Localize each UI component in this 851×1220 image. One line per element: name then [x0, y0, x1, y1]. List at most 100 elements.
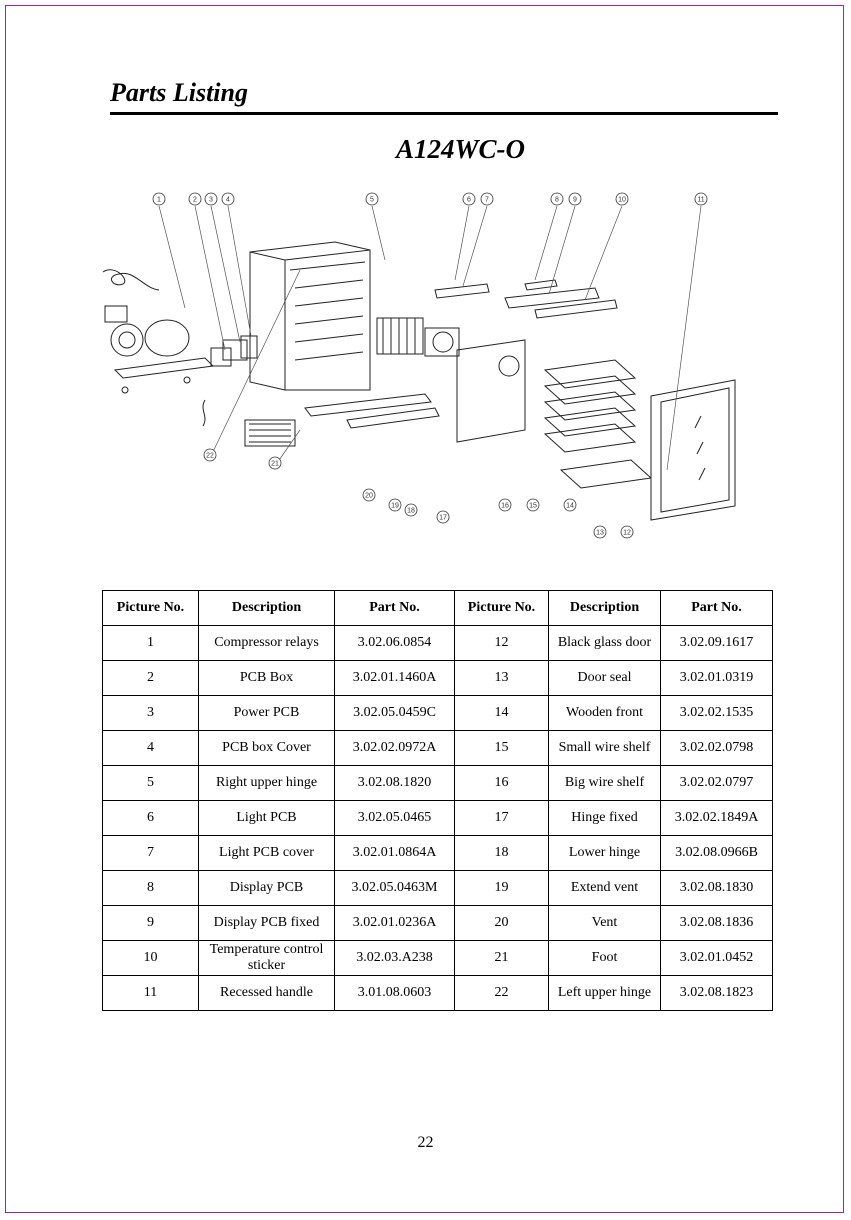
- glass-door-drawing: [650, 379, 736, 521]
- callout-label: 22: [206, 453, 214, 460]
- table-cell: Foot: [548, 940, 661, 976]
- callout-label: 19: [391, 503, 399, 510]
- table-cell: 13: [454, 660, 549, 696]
- table-cell: 3.02.02.0797: [660, 765, 773, 801]
- table-cell: 3.02.01.0452: [660, 940, 773, 976]
- table-cell: 21: [454, 940, 549, 976]
- light-pcb-drawing: [434, 283, 490, 299]
- table-cell: Recessed handle: [198, 975, 335, 1011]
- table-cell: Display PCB fixed: [198, 905, 335, 941]
- callout-label: 13: [596, 530, 604, 537]
- table-cell: 3.02.09.1617: [660, 625, 773, 661]
- table-cell: Door seal: [548, 660, 661, 696]
- table-cell: 3.02.05.0459C: [334, 695, 455, 731]
- table-cell: Small wire shelf: [548, 730, 661, 766]
- callout-label: 3: [209, 197, 213, 204]
- back-panel-drawing: [456, 339, 526, 443]
- table-cell: 3.02.02.0798: [660, 730, 773, 766]
- cabinet-drawing: [249, 251, 286, 391]
- callout-label: 16: [501, 503, 509, 510]
- power-cord-drawing: [102, 269, 160, 291]
- table-cell: Light PCB: [198, 800, 335, 836]
- table-cell: Compressor relays: [198, 625, 335, 661]
- col-header: Part No.: [660, 590, 773, 626]
- col-header: Part No.: [334, 590, 455, 626]
- table-cell: 3.02.02.1849A: [660, 800, 773, 836]
- table-cell: Power PCB: [198, 695, 335, 731]
- callout-label: 11: [697, 197, 704, 204]
- table-cell: 1: [102, 625, 199, 661]
- table-cell: 20: [454, 905, 549, 941]
- table-cell: 15: [454, 730, 549, 766]
- table-cell: 3: [102, 695, 199, 731]
- table-cell: 3.02.08.1823: [660, 975, 773, 1011]
- table-cell: PCB box Cover: [198, 730, 335, 766]
- table-cell: 18: [454, 835, 549, 871]
- table-cell: 3.02.08.1820: [334, 765, 455, 801]
- wire-shelves-drawing: [543, 359, 653, 489]
- pcb-box-drawing: [210, 347, 232, 367]
- callout-label: 5: [370, 197, 374, 204]
- callout-label: 9: [573, 197, 577, 204]
- parts-table: Picture No. Description Part No. Picture…: [102, 590, 773, 1011]
- callout-label: 20: [365, 493, 373, 500]
- table-cell: Hinge fixed: [548, 800, 661, 836]
- table-cell: Extend vent: [548, 870, 661, 906]
- table-cell: 22: [454, 975, 549, 1011]
- table-cell: 3.02.02.0972A: [334, 730, 455, 766]
- table-cell: 14: [454, 695, 549, 731]
- heading-rule: [110, 112, 778, 115]
- table-cell: 3.02.05.0463M: [334, 870, 455, 906]
- col-header: Picture No.: [102, 590, 199, 626]
- table-cell: 3.02.01.0236A: [334, 905, 455, 941]
- table-cell: Wooden front: [548, 695, 661, 731]
- exploded-parts-diagram: 1 2 3 4 5 6 7 8 9 10 11 22 21 20 19 18 1…: [102, 192, 736, 539]
- callout-label: 2: [193, 197, 197, 204]
- relay-box-drawing: [104, 305, 128, 323]
- table-cell: 3.02.02.1535: [660, 695, 773, 731]
- table-cell: 3.02.01.0864A: [334, 835, 455, 871]
- callout-label: 15: [529, 503, 537, 510]
- table-cell: 3.02.03.A238: [334, 940, 455, 976]
- table-cell: 16: [454, 765, 549, 801]
- table-cell: 3.02.05.0465: [334, 800, 455, 836]
- table-cell: Black glass door: [548, 625, 661, 661]
- table-cell: Display PCB: [198, 870, 335, 906]
- table-cell: 5: [102, 765, 199, 801]
- table-cell: 7: [102, 835, 199, 871]
- table-cell: Right upper hinge: [198, 765, 335, 801]
- table-cell: Light PCB cover: [198, 835, 335, 871]
- table-cell: Lower hinge: [548, 835, 661, 871]
- callout-label: 18: [407, 508, 415, 515]
- callout-label: 14: [566, 503, 574, 510]
- callout-markers: 1 2 3 4 5 6 7 8 9 10 11 22 21 20 19 18 1…: [152, 192, 708, 539]
- table-cell: Big wire shelf: [548, 765, 661, 801]
- table-cell: 3.02.01.1460A: [334, 660, 455, 696]
- table-cell: 3.02.01.0319: [660, 660, 773, 696]
- table-cell: 2: [102, 660, 199, 696]
- fan-drawing: [110, 323, 144, 357]
- col-header: Description: [198, 590, 335, 626]
- table-cell: 9: [102, 905, 199, 941]
- section-heading: Parts Listing: [110, 78, 248, 107]
- evaporator-drawing: [376, 317, 424, 355]
- callout-label: 21: [271, 461, 279, 468]
- page-number: 22: [417, 1134, 434, 1151]
- callout-label: 6: [467, 197, 471, 204]
- callout-label: 7: [485, 197, 489, 204]
- page-border: [5, 5, 844, 1213]
- table-cell: 17: [454, 800, 549, 836]
- table-cell: Temperature control sticker: [198, 940, 335, 976]
- table-cell: 10: [102, 940, 199, 976]
- col-header: Picture No.: [454, 590, 549, 626]
